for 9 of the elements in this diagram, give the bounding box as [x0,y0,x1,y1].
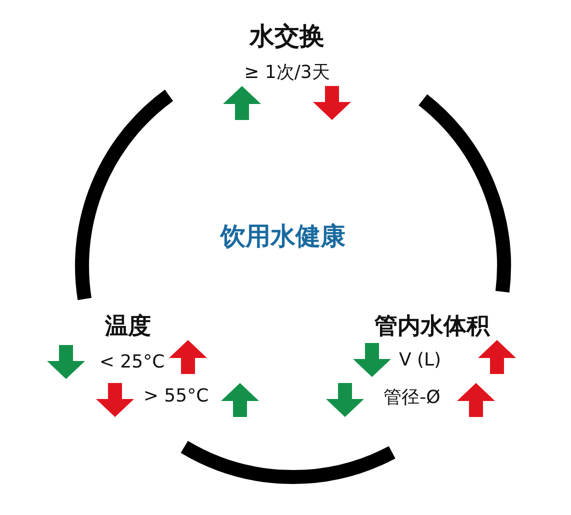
heading: 水交换 [250,20,324,52]
variable-text: 管径-Ø [384,386,440,409]
range-text: < 25°C [99,352,165,372]
center-title: 饮用水健康 [220,220,346,252]
heading: 温度 [105,312,151,342]
heading: 管内水体积 [374,312,490,342]
range-text: > 55°C [143,386,209,406]
frequency-text: ≥ 1次/3天 [244,61,330,84]
variable-text: V (L) [398,350,442,370]
